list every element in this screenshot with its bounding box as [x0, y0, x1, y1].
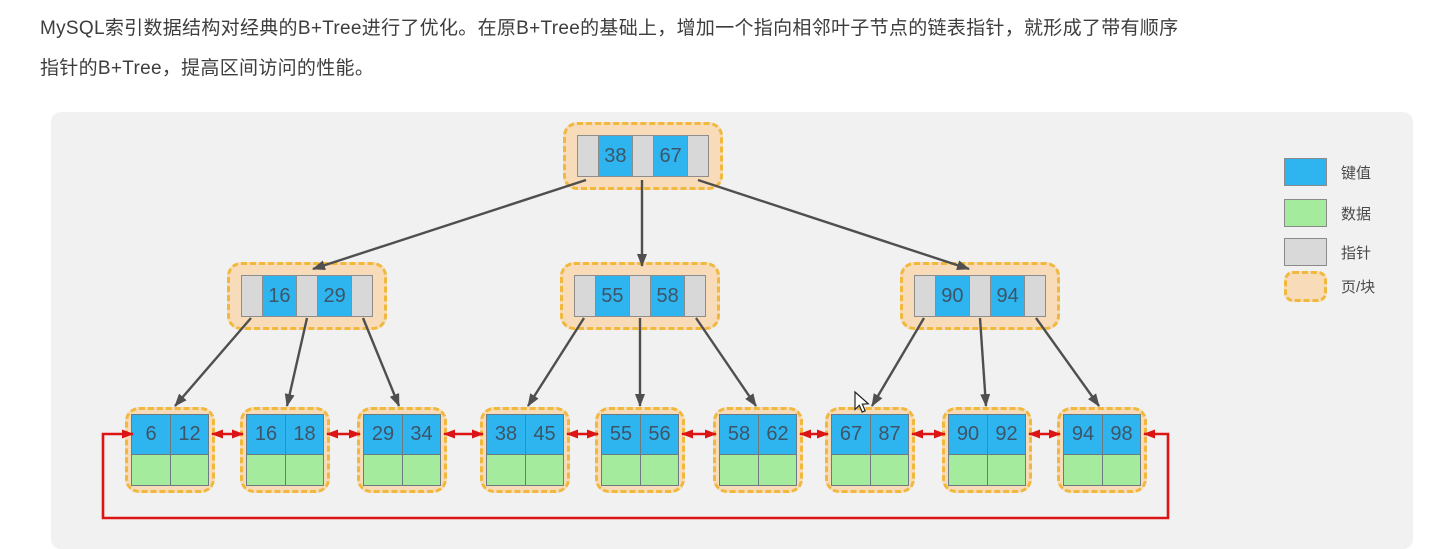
data-cell [247, 454, 285, 485]
leaf-grid: 29 34 [363, 414, 441, 486]
description-paragraph: MySQL索引数据结构对经典的B+Tree进行了优化。在原B+Tree的基础上，… [40, 9, 1390, 89]
leaf-grid: 90 92 [948, 414, 1026, 486]
data-cell [602, 454, 640, 485]
pointer-cell [242, 276, 262, 316]
branch-node-3: 90 94 [900, 262, 1060, 330]
leaf-node-2: 16 18 [240, 407, 330, 493]
leaf-grid: 58 62 [719, 414, 797, 486]
node-bar: 38 67 [577, 135, 709, 177]
data-cell [870, 454, 908, 485]
data-cell [832, 454, 870, 485]
key-cell: 34 [402, 415, 440, 454]
legend-item-data: 数据 [1284, 199, 1371, 227]
node-bar: 16 29 [241, 275, 373, 317]
legend-label: 指针 [1341, 244, 1372, 262]
pointer-cell [688, 136, 708, 176]
data-cell [640, 454, 678, 485]
key-cell: 58 [720, 415, 758, 454]
data-cell [949, 454, 987, 485]
legend-item-pointer: 指针 [1284, 238, 1371, 266]
leaf-grid: 38 45 [486, 414, 564, 486]
data-cell [525, 454, 563, 485]
leaf-node-4: 38 45 [480, 407, 570, 493]
key-cell: 67 [832, 415, 870, 454]
key-cell: 94 [1064, 415, 1102, 454]
data-cell [1064, 454, 1102, 485]
legend-label: 页/块 [1341, 279, 1376, 296]
key-cell: 16 [261, 276, 298, 316]
key-cell: 38 [597, 136, 634, 176]
data-cell [285, 454, 323, 485]
key-cell: 90 [934, 276, 971, 316]
pointer-cell [685, 276, 705, 316]
key-cell: 92 [987, 415, 1025, 454]
leaf-node-9: 94 98 [1057, 407, 1147, 493]
key-cell: 90 [949, 415, 987, 454]
pointer-cell [575, 276, 595, 316]
key-cell: 98 [1102, 415, 1140, 454]
description-line-1: MySQL索引数据结构对经典的B+Tree进行了优化。在原B+Tree的基础上，… [40, 18, 1179, 39]
data-cell [720, 454, 758, 485]
pointer-cell [915, 276, 935, 316]
key-cell: 55 [594, 276, 631, 316]
legend-label: 数据 [1341, 205, 1372, 223]
description-line-2: 指针的B+Tree，提高区间访问的性能。 [40, 58, 375, 79]
leaf-node-1: 6 12 [125, 407, 215, 493]
data-swatch [1284, 199, 1327, 227]
pointer-swatch [1284, 238, 1327, 266]
leaf-grid: 6 12 [131, 414, 209, 486]
key-cell: 56 [640, 415, 678, 454]
leaf-grid: 67 87 [831, 414, 909, 486]
pointer-cell [1025, 276, 1045, 316]
page-block-swatch [1284, 271, 1327, 302]
data-cell [364, 454, 402, 485]
legend-label: 键值 [1341, 164, 1372, 182]
key-cell: 58 [649, 276, 686, 316]
key-cell: 55 [602, 415, 640, 454]
key-cell: 29 [316, 276, 353, 316]
branch-node-2: 55 58 [560, 262, 720, 330]
key-cell: 45 [525, 415, 563, 454]
key-cell: 16 [247, 415, 285, 454]
data-cell [402, 454, 440, 485]
data-cell [987, 454, 1025, 485]
key-cell: 6 [132, 415, 170, 454]
pointer-cell [578, 136, 598, 176]
data-cell [758, 454, 796, 485]
key-cell: 12 [170, 415, 208, 454]
leaf-node-6: 58 62 [713, 407, 803, 493]
pointer-cell [352, 276, 372, 316]
data-cell [132, 454, 170, 485]
key-cell: 62 [758, 415, 796, 454]
data-cell [1102, 454, 1140, 485]
key-cell: 67 [652, 136, 689, 176]
leaf-grid: 16 18 [246, 414, 324, 486]
data-cell [170, 454, 208, 485]
key-cell: 94 [989, 276, 1026, 316]
data-cell [487, 454, 525, 485]
pointer-cell [633, 136, 653, 176]
branch-node-1: 16 29 [227, 262, 387, 330]
root-node: 38 67 [563, 122, 723, 190]
key-cell: 18 [285, 415, 323, 454]
leaf-node-5: 55 56 [595, 407, 685, 493]
leaf-node-8: 90 92 [942, 407, 1032, 493]
key-cell: 87 [870, 415, 908, 454]
pointer-cell [630, 276, 650, 316]
legend-item-key: 键值 [1284, 158, 1371, 186]
pointer-cell [970, 276, 990, 316]
node-bar: 55 58 [574, 275, 706, 317]
leaf-grid: 55 56 [601, 414, 679, 486]
leaf-grid: 94 98 [1063, 414, 1141, 486]
node-bar: 90 94 [914, 275, 1046, 317]
pointer-cell [297, 276, 317, 316]
leaf-node-7: 67 87 [825, 407, 915, 493]
key-swatch [1284, 158, 1327, 186]
legend-item-page: 页/块 [1284, 271, 1375, 302]
leaf-node-3: 29 34 [357, 407, 447, 493]
key-cell: 29 [364, 415, 402, 454]
key-cell: 38 [487, 415, 525, 454]
